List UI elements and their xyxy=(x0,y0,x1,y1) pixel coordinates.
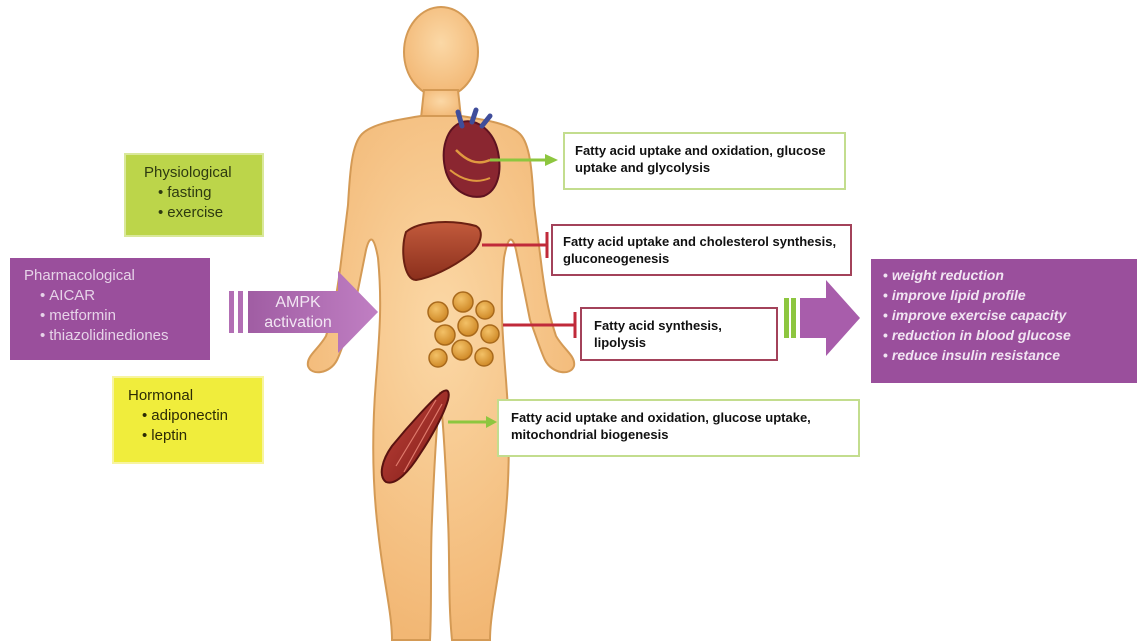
outcomes-box: weight reduction improve lipid profile i… xyxy=(871,259,1137,383)
list-item: metformin xyxy=(40,306,210,326)
hormonal-box: Hormonal adiponectin leptin xyxy=(112,376,264,464)
list-item: adiponectin xyxy=(142,406,262,426)
list-item: improve lipid profile xyxy=(883,285,1137,305)
list-item: exercise xyxy=(158,203,262,223)
hormonal-list: adiponectin leptin xyxy=(128,406,262,446)
liver-effect-box: Fatty acid uptake and cholesterol synthe… xyxy=(551,224,852,276)
adipose-tissue xyxy=(428,292,499,367)
hormonal-title: Hormonal xyxy=(128,386,262,406)
pharmacological-box: Pharmacological AICAR metformin thiazoli… xyxy=(10,258,210,360)
outcomes-list: weight reduction improve lipid profile i… xyxy=(883,265,1137,365)
ampk-label-line1: AMPK xyxy=(246,293,350,313)
list-item: AICAR xyxy=(40,286,210,306)
physiological-box: Physiological fasting exercise xyxy=(124,153,264,237)
list-item: reduce insulin resistance xyxy=(883,345,1137,365)
list-item: leptin xyxy=(142,426,262,446)
outcome-arrow xyxy=(784,280,860,356)
list-item: fasting xyxy=(158,183,262,203)
list-item: thiazolidinediones xyxy=(40,326,210,346)
list-item: weight reduction xyxy=(883,265,1137,285)
pharmacological-list: AICAR metformin thiazolidinediones xyxy=(24,286,210,346)
ampk-activation-label: AMPK activation xyxy=(246,293,350,333)
muscle-effect-box: Fatty acid uptake and oxidation, glucose… xyxy=(497,399,860,457)
ampk-label-line2: activation xyxy=(246,313,350,333)
list-item: improve exercise capacity xyxy=(883,305,1137,325)
pharmacological-title: Pharmacological xyxy=(24,266,210,286)
physiological-list: fasting exercise xyxy=(144,183,262,223)
list-item: reduction in blood glucose xyxy=(883,325,1137,345)
heart-effect-box: Fatty acid uptake and oxidation, glucose… xyxy=(563,132,846,190)
physiological-title: Physiological xyxy=(144,163,262,183)
adipose-effect-box: Fatty acid synthesis, lipolysis xyxy=(580,307,778,361)
